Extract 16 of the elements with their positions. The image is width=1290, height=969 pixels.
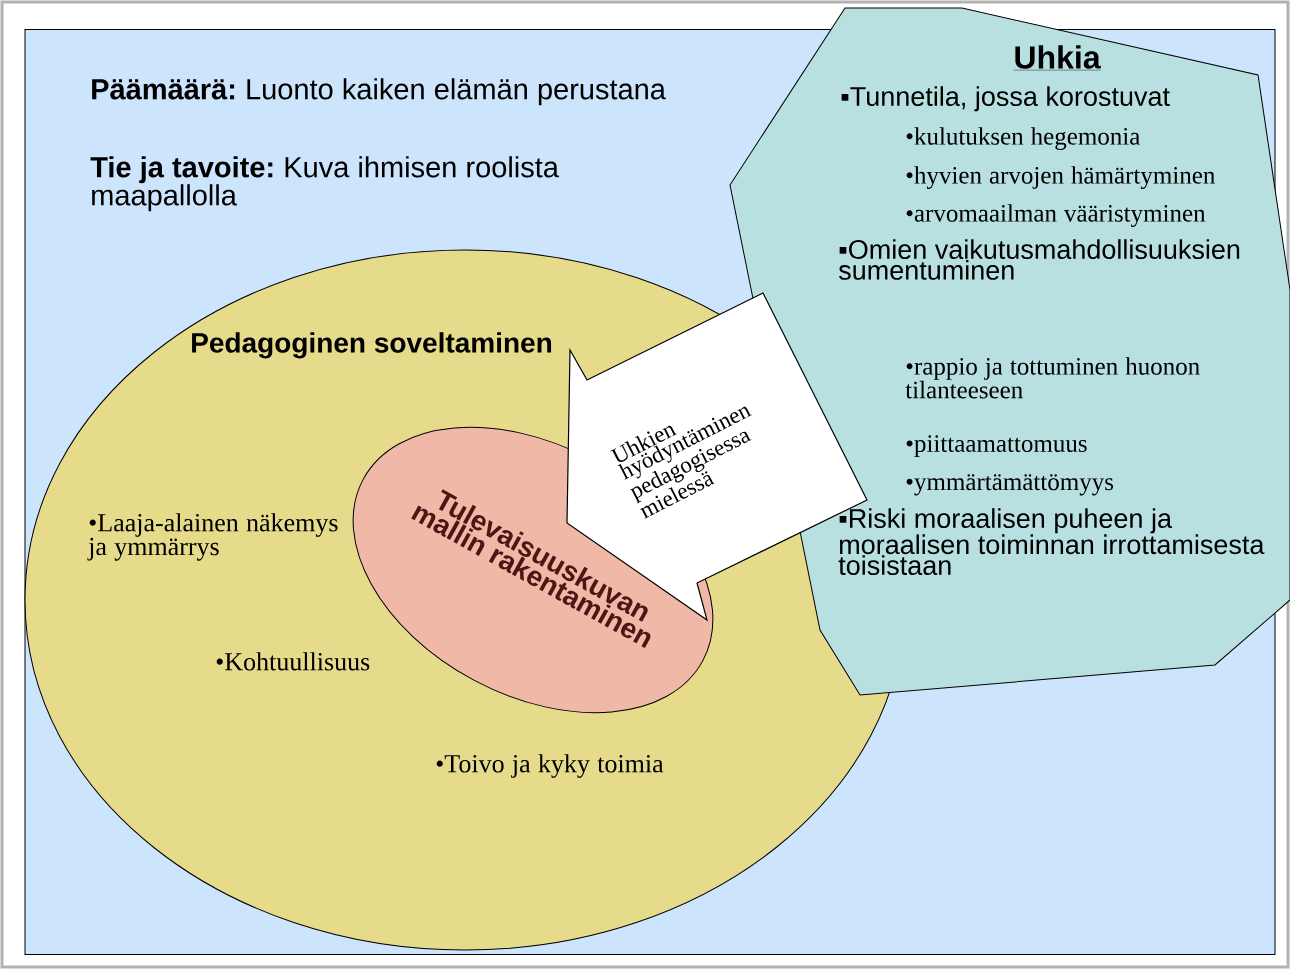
- ellipse-title: Pedagoginen soveltaminen: [192, 332, 552, 359]
- bullet-text: •rappio ja tottuminen huonon tilanteeseen: [905, 357, 1200, 399]
- bullet-text: •piittaamattomuus: [906, 435, 1087, 458]
- bullet-text: •hyvien arvojen hämärtyminen: [906, 166, 1215, 189]
- heading-text: Tie ja tavoite: Kuva ihmisen roolista maapallolla: [90, 156, 559, 212]
- threats-title: Uhkia: [1013, 45, 1101, 71]
- heading-text: Päämäärä: Luonto kaiken elämän perustana: [92, 78, 666, 106]
- bullet-text: •Toivo ja kyky toimia: [436, 754, 664, 778]
- bullet-text: ▪Riski moraalisen puheen ja moraalisen toiminnan irrottamisesta toisistaan: [838, 508, 1265, 575]
- bullet-text: •Kohtuullisuus: [216, 652, 370, 671]
- bullet-text: •kulutuksen hegemonia: [906, 127, 1140, 150]
- bullet-text: ▪Omien vaikutusmahdollisuuksien sumentuminen: [838, 239, 1240, 280]
- bullet-text: ▪Tunnetila, jossa korostuvat: [841, 86, 1170, 112]
- bullet-text: •arvomaailman vääristyminen: [906, 204, 1206, 227]
- bullet-text: •ymmärtämättömyys: [906, 474, 1114, 496]
- bullet-text: •Laaja-alainen näkemys ja ymmärrys: [87, 513, 338, 561]
